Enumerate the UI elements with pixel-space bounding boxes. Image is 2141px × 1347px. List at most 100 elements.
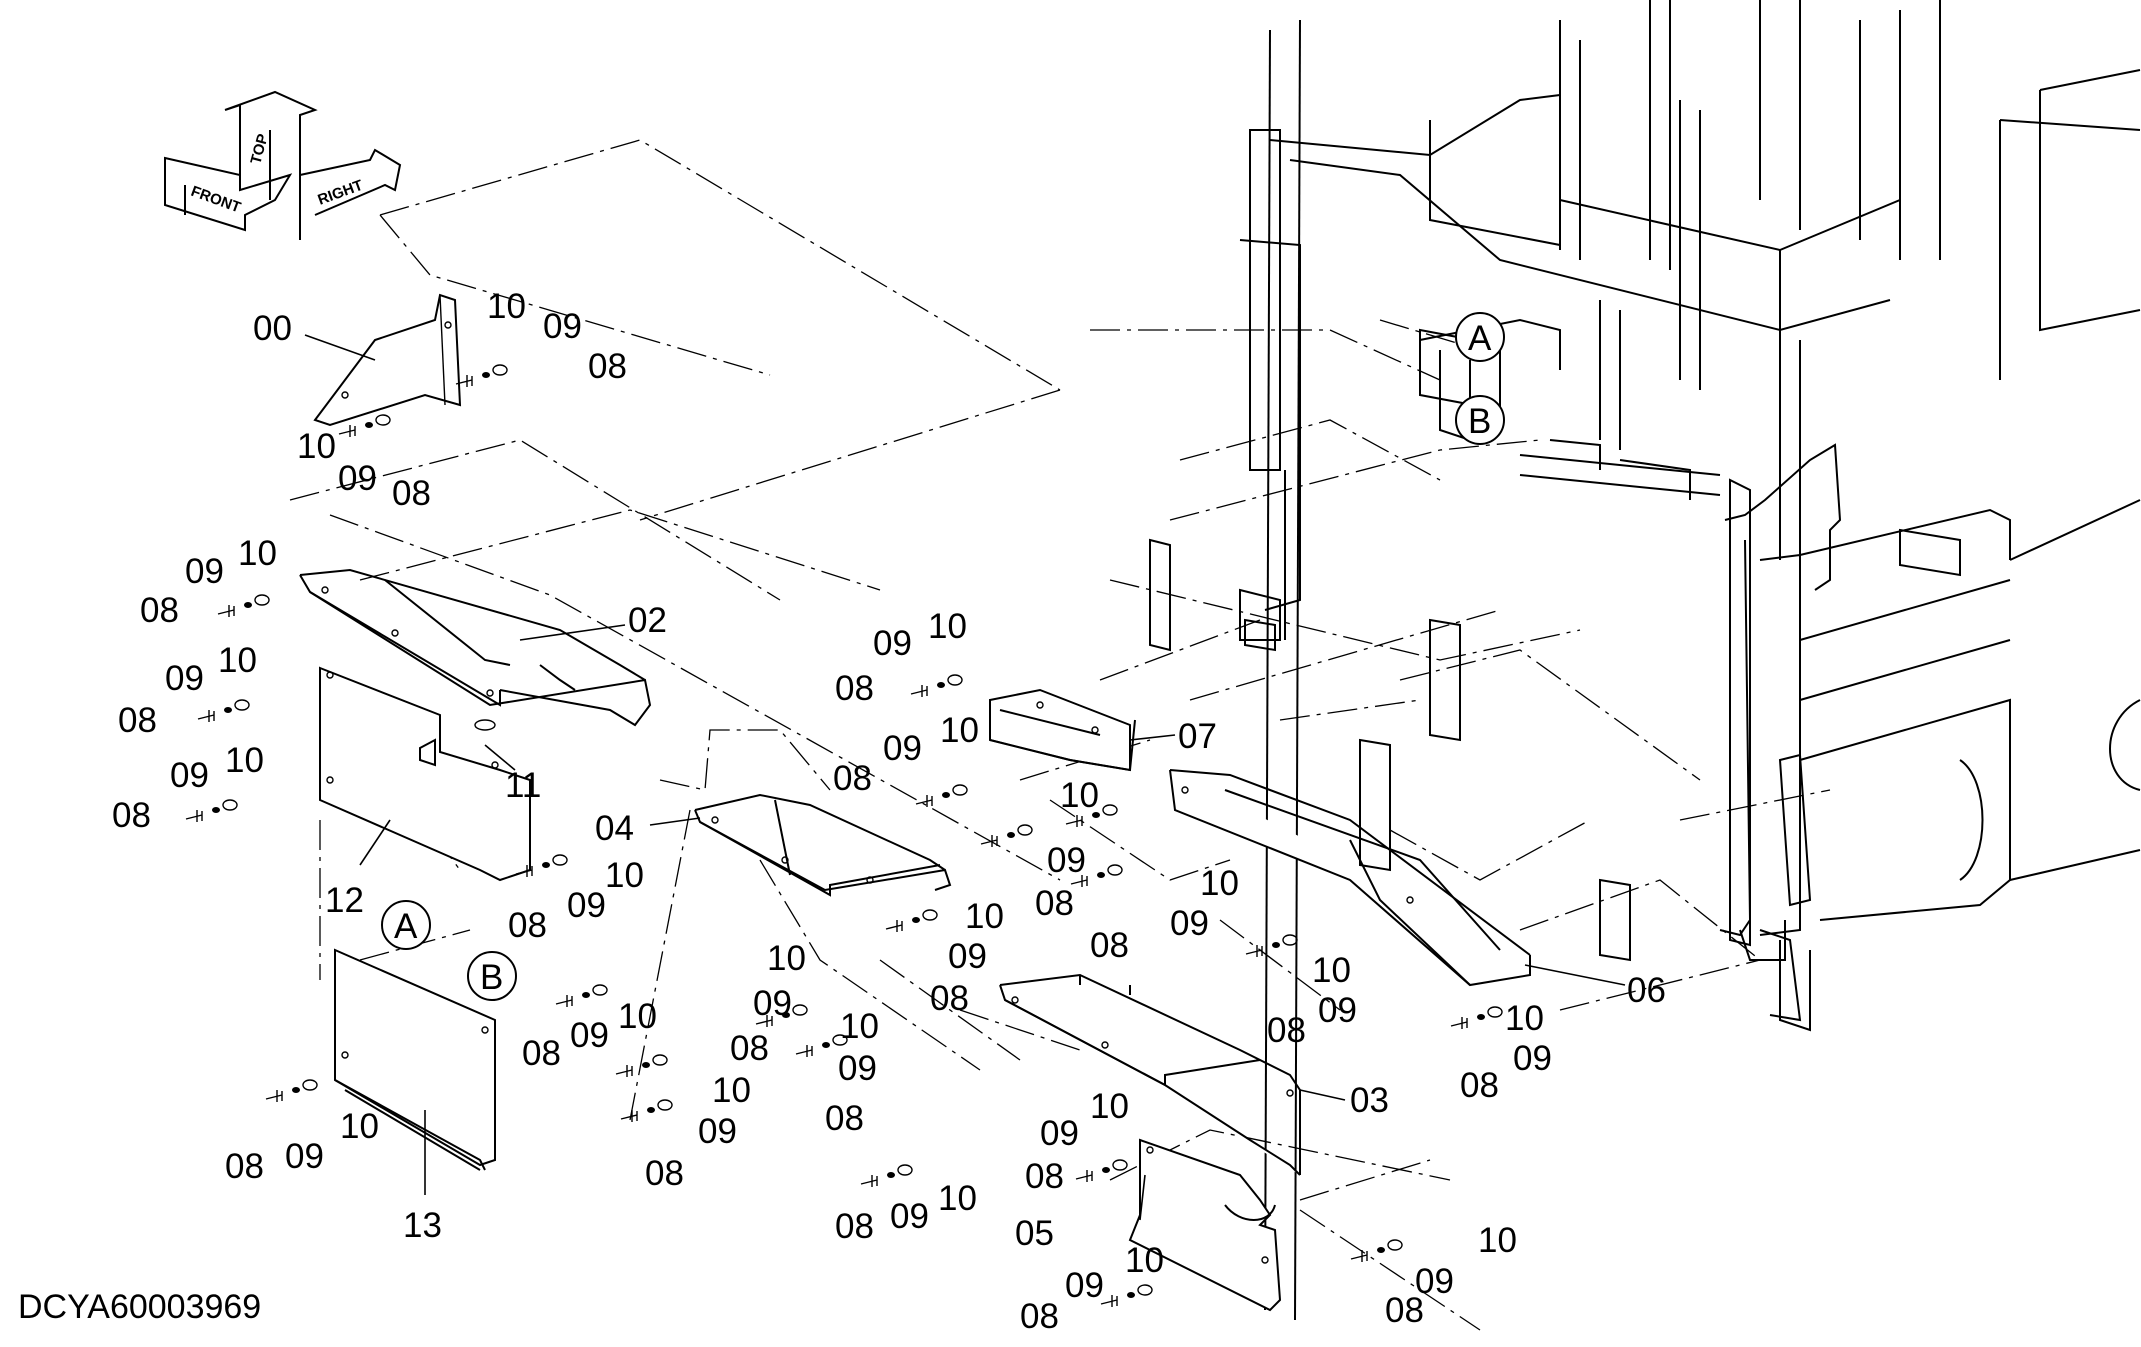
label-08: 08 (392, 474, 431, 513)
callout-13: 13 (403, 1206, 442, 1245)
flat-washer-symbol (302, 1079, 318, 1091)
label-10: 10 (1505, 999, 1544, 1038)
flat-washer-symbol (234, 699, 250, 711)
label-09: 09 (170, 756, 209, 795)
hardware-labels: 10 09 08 10 09 08 09 10 08 09 10 08 09 1… (112, 287, 1552, 1336)
callout-03: 03 (1350, 1081, 1389, 1120)
label-09: 09 (883, 729, 922, 768)
label-08: 08 (118, 701, 157, 740)
part-07-bracket (989, 688, 1136, 772)
spring-washer-symbol (542, 862, 550, 868)
label-08: 08 (930, 979, 969, 1018)
bolt-symbol (515, 865, 533, 877)
bolt-symbol (915, 795, 933, 807)
front-label: FRONT (189, 183, 243, 217)
label-08: 08 (833, 759, 872, 798)
label-09: 09 (948, 937, 987, 976)
flat-washer-symbol (947, 674, 963, 686)
spring-washer-symbol (782, 1012, 790, 1018)
label-09: 09 (570, 1016, 609, 1055)
label-10: 10 (238, 534, 277, 573)
top-label: TOP (247, 132, 271, 166)
label-08: 08 (1267, 1011, 1306, 1050)
callout-06: 06 (1627, 971, 1666, 1010)
label-08: 08 (1035, 884, 1074, 923)
label-08: 08 (825, 1099, 864, 1138)
label-09: 09 (543, 307, 582, 346)
label-09: 09 (1170, 904, 1209, 943)
label-09: 09 (1047, 841, 1086, 880)
bolt-symbol (615, 1065, 633, 1077)
bolt-symbol (338, 425, 356, 437)
spring-washer-symbol (244, 602, 252, 608)
drawing-code: DCYA60003969 (18, 1288, 261, 1326)
label-08: 08 (112, 796, 151, 835)
flat-washer-symbol (897, 1164, 913, 1176)
label-10: 10 (340, 1107, 379, 1146)
bolt-symbol (1075, 1170, 1093, 1182)
part-callouts: 00 02 03 04 05 06 07 11 12 13 (253, 309, 1666, 1253)
flat-washer-symbol (1387, 1239, 1403, 1251)
bolt-symbol (755, 1015, 773, 1027)
label-10: 10 (1060, 776, 1099, 815)
label-08: 08 (730, 1029, 769, 1068)
ref-marker-b-panel: B (480, 958, 503, 997)
flat-washer-symbol (832, 1034, 848, 1046)
bolt-symbol (795, 1045, 813, 1057)
spring-washer-symbol (1007, 832, 1015, 838)
bolt-symbol (620, 1110, 638, 1122)
bolt-symbol (185, 810, 203, 822)
label-10: 10 (712, 1071, 751, 1110)
label-08: 08 (1025, 1157, 1064, 1196)
part-00-bracket (313, 293, 462, 427)
label-10: 10 (928, 607, 967, 646)
flat-washer-symbol (1487, 1006, 1503, 1018)
fastener-symbols (185, 364, 1503, 1307)
label-09: 09 (285, 1137, 324, 1176)
label-09: 09 (1513, 1039, 1552, 1078)
bolt-symbol (1450, 1017, 1468, 1029)
part-13-plate (334, 948, 496, 1171)
label-10: 10 (297, 427, 336, 466)
label-10: 10 (218, 641, 257, 680)
spring-washer-symbol (365, 422, 373, 428)
label-10: 10 (938, 1179, 977, 1218)
label-10: 10 (605, 856, 644, 895)
spring-washer-symbol (1272, 942, 1280, 948)
bolt-symbol (860, 1175, 878, 1187)
label-08: 08 (1090, 926, 1129, 965)
label-10: 10 (1478, 1221, 1517, 1260)
label-08: 08 (835, 1207, 874, 1246)
spring-washer-symbol (642, 1062, 650, 1068)
label-09: 09 (1415, 1262, 1454, 1301)
spring-washer-symbol (647, 1107, 655, 1113)
callout-04: 04 (595, 809, 634, 848)
part-06-cover (1169, 769, 1531, 987)
flat-washer-symbol (1107, 864, 1123, 876)
label-09: 09 (165, 659, 204, 698)
bolt-symbol (555, 995, 573, 1007)
part-03-cover (999, 973, 1301, 1176)
flat-washer-symbol (592, 984, 608, 996)
label-08: 08 (225, 1147, 264, 1186)
bolt-symbol (910, 685, 928, 697)
label-09: 09 (567, 886, 606, 925)
label-08: 08 (508, 906, 547, 945)
bolt-symbol (1350, 1250, 1368, 1262)
part-04-cover (694, 793, 952, 897)
label-08: 08 (835, 669, 874, 708)
flat-washer-symbol (1137, 1284, 1153, 1296)
label-09: 09 (753, 984, 792, 1023)
label-08: 08 (1385, 1291, 1424, 1330)
flat-washer-symbol (492, 364, 508, 376)
ref-marker-a-panel: A (394, 907, 418, 946)
flat-washer-symbol (792, 1004, 808, 1016)
label-08: 08 (1460, 1066, 1499, 1105)
label-09: 09 (838, 1049, 877, 1088)
spring-washer-symbol (937, 682, 945, 688)
flat-washer-symbol (375, 414, 391, 426)
label-09: 09 (1065, 1266, 1104, 1305)
alignment-lines (289, 139, 1831, 1331)
label-10: 10 (1312, 951, 1351, 990)
flat-washer-symbol (922, 909, 938, 921)
